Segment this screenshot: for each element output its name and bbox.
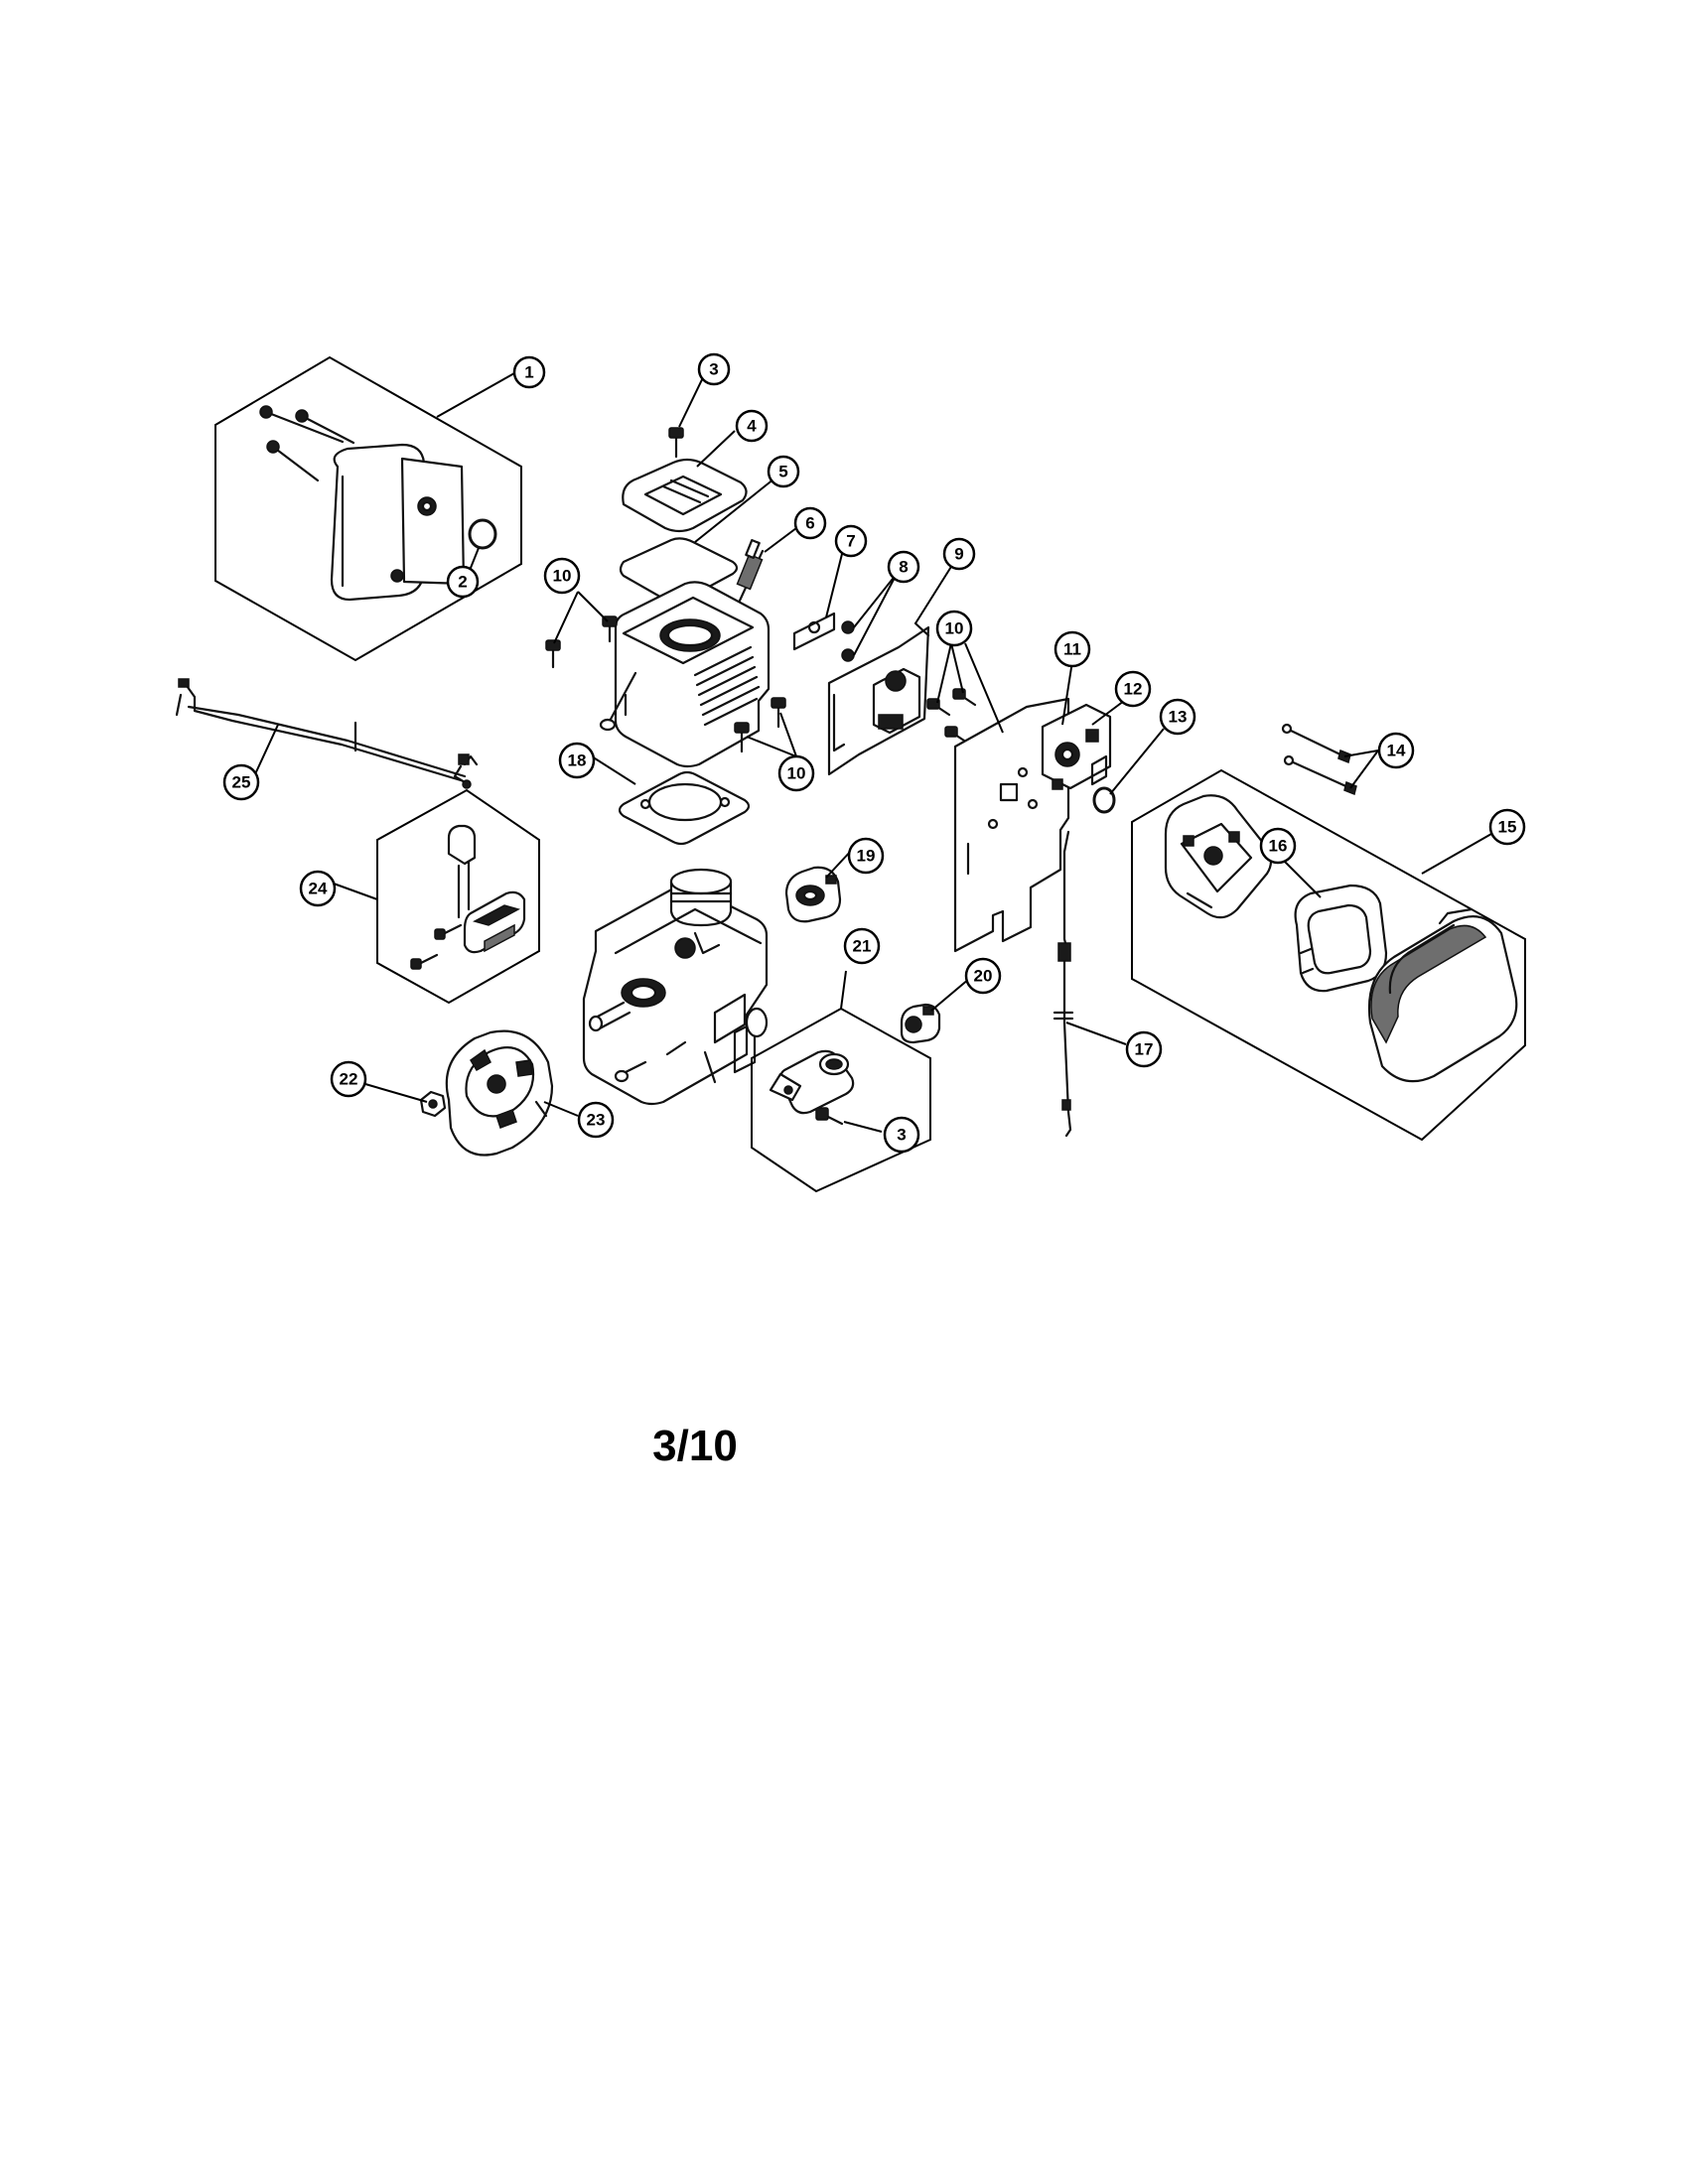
callout-5-label: 5	[778, 463, 787, 481]
callout-10-right: 10	[935, 610, 973, 647]
callout-3-bottom-label: 3	[897, 1126, 906, 1145]
callout-23-label: 23	[587, 1111, 606, 1130]
callout-24-label: 24	[309, 880, 328, 898]
callout-7: 7	[834, 524, 868, 558]
rocker-cover	[622, 458, 748, 533]
cylinder-screws	[545, 615, 786, 753]
cylinder	[599, 581, 771, 768]
callout-10-right-label: 10	[945, 619, 964, 638]
callout-22: 22	[330, 1060, 367, 1098]
page-number: 3/10	[652, 1422, 738, 1470]
callout-3-bottom: 3	[883, 1116, 920, 1154]
callout-3-top: 3	[697, 352, 731, 386]
inlet-pipe-screw	[815, 1107, 844, 1126]
inlet-pipe	[769, 1049, 855, 1115]
muffler-group	[214, 355, 522, 662]
callout-16-label: 16	[1269, 837, 1288, 856]
callout-18: 18	[558, 742, 596, 779]
air-filter-screws	[1281, 723, 1357, 796]
callout-10-bottom-label: 10	[787, 764, 806, 783]
callout-13: 13	[1159, 698, 1196, 736]
mounting-plate	[953, 697, 1070, 953]
callout-17-label: 17	[1135, 1040, 1154, 1059]
air-filter-base	[1164, 794, 1273, 919]
callout-21: 21	[843, 927, 881, 965]
carburetor-gasket	[1092, 786, 1116, 814]
callout-8: 8	[887, 550, 920, 584]
callout-9: 9	[942, 537, 976, 571]
callout-22-label: 22	[340, 1070, 358, 1089]
callout-11-label: 11	[1063, 640, 1081, 659]
callout-10-left-label: 10	[553, 567, 572, 586]
callout-7-label: 7	[846, 532, 855, 551]
intake-parts	[792, 612, 1116, 953]
ignition-coil-group	[376, 788, 540, 1005]
throttle-cable	[1052, 830, 1074, 1138]
callout-4-label: 4	[747, 417, 757, 436]
callout-9-label: 9	[954, 545, 963, 564]
callout-12-label: 12	[1124, 680, 1143, 699]
rocker-cover-screw	[668, 427, 684, 459]
callout-13-label: 13	[1169, 708, 1188, 727]
callout-21-label: 21	[853, 937, 872, 956]
intake-plate	[827, 621, 930, 776]
callout-6: 6	[793, 506, 827, 540]
callout-4: 4	[735, 409, 769, 443]
callout-15-label: 15	[1498, 818, 1517, 837]
air-filter-element	[1294, 884, 1388, 993]
callout-14: 14	[1377, 732, 1415, 769]
cylinder-base-gasket	[618, 770, 751, 846]
callout-17: 17	[1125, 1030, 1163, 1068]
flywheel-nut	[419, 1090, 447, 1118]
callout-14-label: 14	[1387, 742, 1406, 760]
callout-11: 11	[1053, 630, 1091, 668]
breather-cover	[784, 866, 842, 923]
callout-23: 23	[577, 1101, 615, 1139]
callout-2-label: 2	[458, 573, 467, 592]
callout-5: 5	[767, 455, 800, 488]
callout-15: 15	[1488, 808, 1526, 846]
callout-3-top-label: 3	[709, 360, 718, 379]
flywheel	[445, 1029, 554, 1157]
spark-plug	[736, 538, 765, 603]
intake-nut	[841, 620, 855, 634]
carburetor	[1041, 703, 1112, 790]
callout-19: 19	[847, 837, 885, 875]
muffler-bolts	[259, 405, 355, 482]
callout-19-label: 19	[857, 847, 876, 866]
cylinder-parts	[545, 427, 786, 846]
callout-10-left: 10	[543, 557, 581, 595]
callout-20-label: 20	[974, 967, 993, 986]
leader-lines	[253, 368, 1492, 1133]
callout-16: 16	[1259, 827, 1297, 865]
plate-screws	[926, 688, 977, 745]
rocker-cover-gasket	[619, 537, 739, 604]
ignition-coil	[447, 824, 526, 954]
callout-18-label: 18	[568, 751, 587, 770]
callout-20: 20	[964, 957, 1002, 995]
wiring-harness	[175, 678, 479, 789]
callout-24: 24	[299, 870, 337, 907]
callout-25-label: 25	[232, 773, 251, 792]
muffler-gasket	[468, 518, 497, 550]
callout-25: 25	[222, 763, 260, 801]
callout-10-bottom: 10	[777, 754, 815, 792]
callout-12: 12	[1114, 670, 1152, 708]
callout-8-label: 8	[899, 558, 908, 577]
callout-2: 2	[446, 565, 480, 599]
air-filter-group	[1131, 768, 1526, 1142]
callout-1: 1	[512, 355, 546, 389]
crankcase	[582, 868, 769, 1106]
muffler-body	[330, 443, 466, 602]
callout-1-label: 1	[524, 363, 533, 382]
intake-nut-2	[841, 648, 855, 662]
ignition-coil-screws	[410, 923, 463, 970]
air-filter-cover	[1368, 907, 1518, 1083]
fuel-fitting	[900, 1003, 941, 1044]
callout-6-label: 6	[805, 514, 814, 533]
intake-insulator	[792, 612, 836, 651]
